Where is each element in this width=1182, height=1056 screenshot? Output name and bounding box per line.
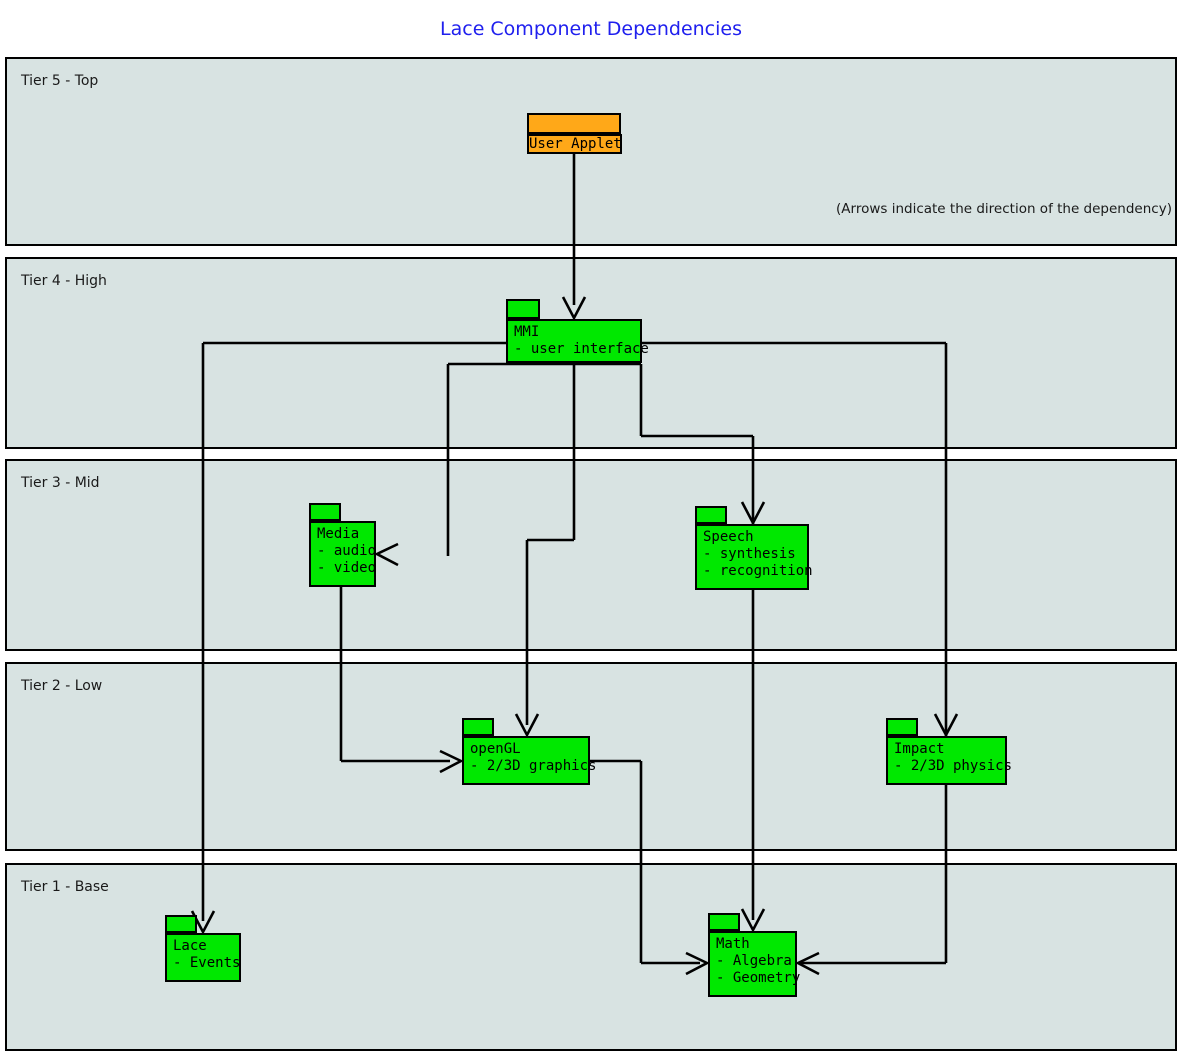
package-body-impact: Impact- 2/3D physics xyxy=(886,736,1013,785)
tier-label: Tier 2 - Low xyxy=(21,678,103,694)
package-body-math: Math- Algebra- Geometry xyxy=(708,931,801,997)
package-line: - user interface xyxy=(514,341,649,357)
package-line: Impact xyxy=(894,741,945,757)
package-line: MMI xyxy=(514,324,540,340)
tier-label: Tier 3 - Mid xyxy=(21,475,100,491)
legend-note: (Arrows indicate the direction of the de… xyxy=(836,201,1172,217)
tier-container: Tier 2 - Low xyxy=(5,662,1177,851)
package-body-opengl: openGL- 2/3D graphics xyxy=(462,736,597,785)
package-line: - Algebra xyxy=(716,953,792,969)
arrowhead-to-impact xyxy=(933,713,959,738)
page-title: Lace Component Dependencies xyxy=(440,18,742,40)
package-body-lace: Lace- Events xyxy=(165,933,241,982)
package-tab-media xyxy=(309,503,341,521)
package-line: - video xyxy=(317,560,377,576)
tier-label: Tier 4 - High xyxy=(21,273,107,289)
tier-container: Tier 3 - Mid xyxy=(5,459,1177,651)
package-tab-lace xyxy=(165,915,197,933)
arrowhead-to-speech xyxy=(740,501,766,526)
package-line: - 2/3D graphics xyxy=(470,758,597,774)
package-line: - 2/3D physics xyxy=(894,758,1013,774)
package-line: openGL xyxy=(470,741,521,757)
package-line: Math xyxy=(716,936,750,952)
package-line: Media xyxy=(317,526,360,542)
package-tab-speech xyxy=(695,506,727,524)
package-line: - synthesis xyxy=(703,546,796,562)
package-line: User Applet xyxy=(529,136,622,152)
package-tab-impact xyxy=(886,718,918,736)
arrowhead-to-opengl-top xyxy=(514,713,540,738)
tier-label: Tier 1 - Base xyxy=(21,879,109,895)
arrowhead-to-math-left xyxy=(685,951,710,976)
arrowhead-to-mmi xyxy=(561,296,587,321)
arrowhead-to-opengl-left xyxy=(439,749,464,774)
package-body-user-applet: User Applet xyxy=(527,134,622,154)
package-line: - recognition xyxy=(703,563,813,579)
package-tab-math xyxy=(708,913,740,931)
package-tab-user-applet xyxy=(527,113,621,134)
arrowhead-to-math-right xyxy=(795,951,820,976)
arrowhead-to-media xyxy=(374,542,399,567)
package-tab-opengl xyxy=(462,718,494,736)
package-line: - Events xyxy=(173,955,241,971)
package-line: - Geometry xyxy=(716,970,801,986)
package-line: Speech xyxy=(703,529,754,545)
package-body-speech: Speech- synthesis- recognition xyxy=(695,524,813,590)
package-body-mmi: MMI- user interface xyxy=(506,319,649,363)
package-tab-mmi xyxy=(506,299,540,319)
package-line: - audio xyxy=(317,543,377,559)
package-line: Lace xyxy=(173,938,207,954)
arrowhead-to-math-top xyxy=(740,908,766,933)
package-body-media: Media- audio- video xyxy=(309,521,376,587)
tier-label: Tier 5 - Top xyxy=(21,73,99,89)
